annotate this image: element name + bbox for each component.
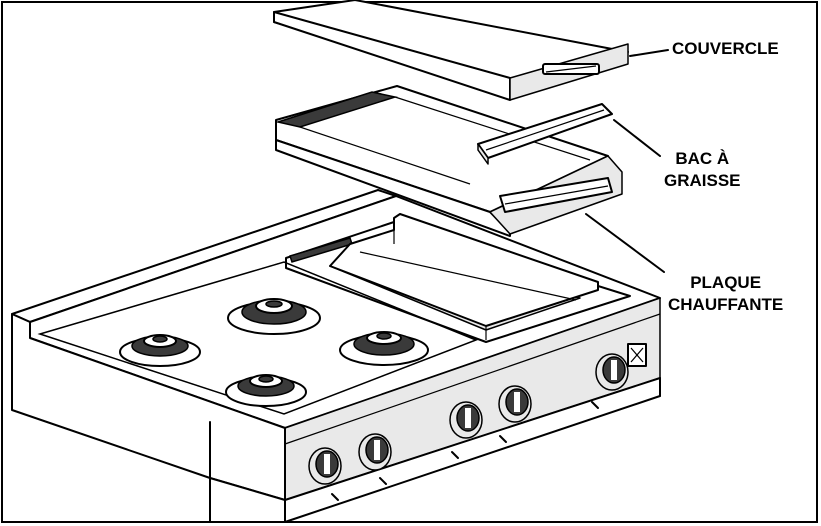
griddle-tray-part bbox=[275, 85, 623, 237]
burner-back-left bbox=[227, 298, 321, 335]
knob-2 bbox=[358, 433, 392, 471]
burner-front-right bbox=[225, 374, 307, 407]
knob-6-logo-plate bbox=[627, 343, 647, 367]
knob-tick-marks bbox=[331, 401, 599, 501]
grease-cup bbox=[477, 103, 613, 165]
label-grease-tray-line1: BAC À bbox=[675, 149, 730, 168]
label-lid: COUVERCLE bbox=[672, 38, 779, 60]
lid-part bbox=[273, 0, 629, 101]
label-lid-text: COUVERCLE bbox=[672, 39, 779, 58]
knob-5 bbox=[595, 353, 629, 391]
cooktop-body bbox=[11, 189, 661, 523]
burner-front-left bbox=[119, 334, 201, 367]
label-heating-plate-line2: CHAUFFANTE bbox=[668, 295, 784, 314]
knob-4 bbox=[498, 385, 532, 423]
knob-1 bbox=[308, 447, 342, 485]
knob-3 bbox=[449, 401, 483, 439]
label-heating-plate-line1: PLAQUE bbox=[690, 273, 762, 292]
label-heating-plate: PLAQUE CHAUFFANTE bbox=[668, 272, 783, 316]
label-grease-tray-line2: GRAISSE bbox=[664, 171, 741, 190]
leader-lines bbox=[585, 49, 669, 273]
label-grease-tray: BAC À GRAISSE bbox=[664, 148, 741, 192]
burner-back-right bbox=[339, 331, 429, 366]
heating-plate bbox=[285, 213, 631, 343]
